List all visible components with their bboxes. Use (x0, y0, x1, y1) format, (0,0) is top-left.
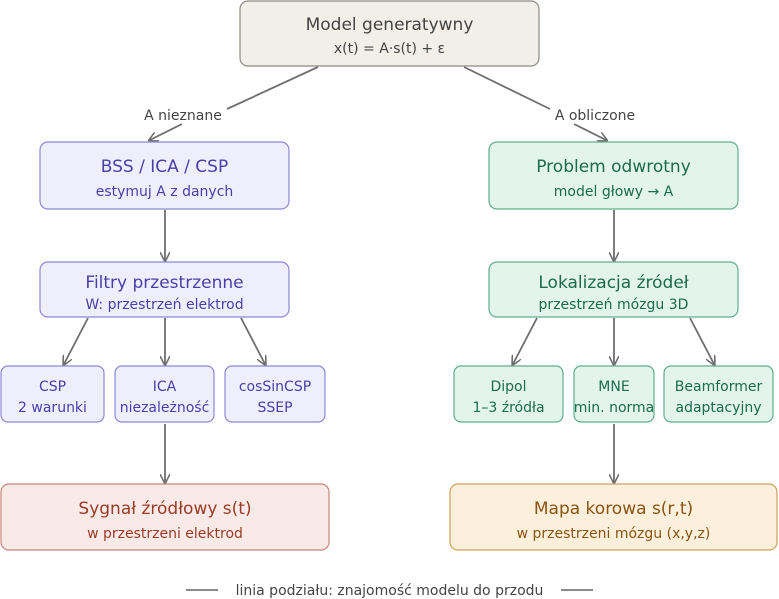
arrow-filters-to-csp (64, 317, 89, 364)
mne-detail: min. norma (574, 400, 654, 416)
arrow-root-to-right-label (463, 66, 551, 110)
node-generative-model: Model generatywny x(t) = A·s(t) + ε (239, 0, 540, 67)
arrow-localization-to-dipol (513, 317, 538, 364)
branch-label-a-unknown: A nieznane (144, 108, 222, 124)
footer-text: linia podziału: znajomość modelu do przo… (236, 583, 544, 599)
arrow-filters-to-cossincsp (240, 317, 265, 364)
arrow-localization-to-beamformer (689, 317, 714, 364)
arrow-root-to-left-label (226, 66, 319, 110)
csp-detail: 2 warunki (18, 400, 87, 416)
arrow-right-label-to-problem (573, 123, 606, 140)
cossincsp-detail: SSEP (257, 400, 292, 416)
bss-title: BSS / ICA / CSP (101, 157, 228, 177)
dipol-detail: 1–3 źródła (472, 400, 544, 416)
node-inverse-problem: Problem odwrotny model głowy → A (488, 141, 739, 210)
source-localization-title: Lokalizacja źródeł (538, 273, 688, 293)
cortical-map-title: Mapa korowa s(r,t) (534, 499, 693, 519)
node-beamformer: Beamformer adaptacyjny (663, 365, 774, 423)
node-spatial-filters: Filtry przestrzenne W: przestrzeń elektr… (39, 261, 290, 318)
node-source-signal: Sygnał źródłowy s(t) w przestrzeni elekt… (0, 483, 330, 551)
node-cortical-map: Mapa korowa s(r,t) w przestrzeni mózgu (… (449, 483, 778, 551)
beamformer-detail: adaptacyjny (675, 400, 761, 416)
bss-subtitle: estymuj A z danych (96, 184, 234, 200)
node-cossincsp: cosSinCSP SSEP (224, 365, 326, 423)
csp-name: CSP (39, 379, 66, 395)
source-signal-subtitle: w przestrzeni elektrod (87, 526, 243, 542)
inverse-problem-subtitle: model głowy → A (554, 184, 674, 200)
branch-label-a-computed: A obliczone (555, 108, 635, 124)
node-mne: MNE min. norma (573, 365, 655, 423)
node-ica: ICA niezależność (114, 365, 215, 423)
inverse-problem-title: Problem odwrotny (536, 157, 691, 177)
node-bss-ica-csp: BSS / ICA / CSP estymuj A z danych (39, 141, 290, 210)
arrow-left-label-to-bss (150, 123, 183, 140)
generative-model-formula: x(t) = A·s(t) + ε (334, 41, 445, 57)
arrows (64, 66, 714, 482)
node-source-localization: Lokalizacja źródeł przestrzeń mózgu 3D (488, 261, 739, 318)
dipol-name: Dipol (490, 379, 526, 395)
generative-model-title: Model generatywny (306, 15, 474, 35)
source-localization-subtitle: przestrzeń mózgu 3D (539, 297, 689, 313)
source-signal-title: Sygnał źródłowy s(t) (78, 499, 251, 519)
cossincsp-name: cosSinCSP (239, 379, 311, 395)
beamformer-name: Beamformer (675, 379, 763, 395)
node-dipol: Dipol 1–3 źródła (453, 365, 564, 423)
node-csp: CSP 2 warunki (0, 365, 105, 423)
ica-detail: niezależność (120, 400, 210, 416)
spatial-filters-subtitle: W: przestrzeń elektrod (85, 297, 243, 313)
spatial-filters-title: Filtry przestrzenne (85, 273, 243, 293)
cortical-map-subtitle: w przestrzeni mózgu (x,y,z) (517, 526, 711, 542)
ica-name: ICA (153, 379, 177, 395)
footer-legend: linia podziału: znajomość modelu do przo… (186, 583, 593, 599)
mne-name: MNE (598, 379, 629, 395)
